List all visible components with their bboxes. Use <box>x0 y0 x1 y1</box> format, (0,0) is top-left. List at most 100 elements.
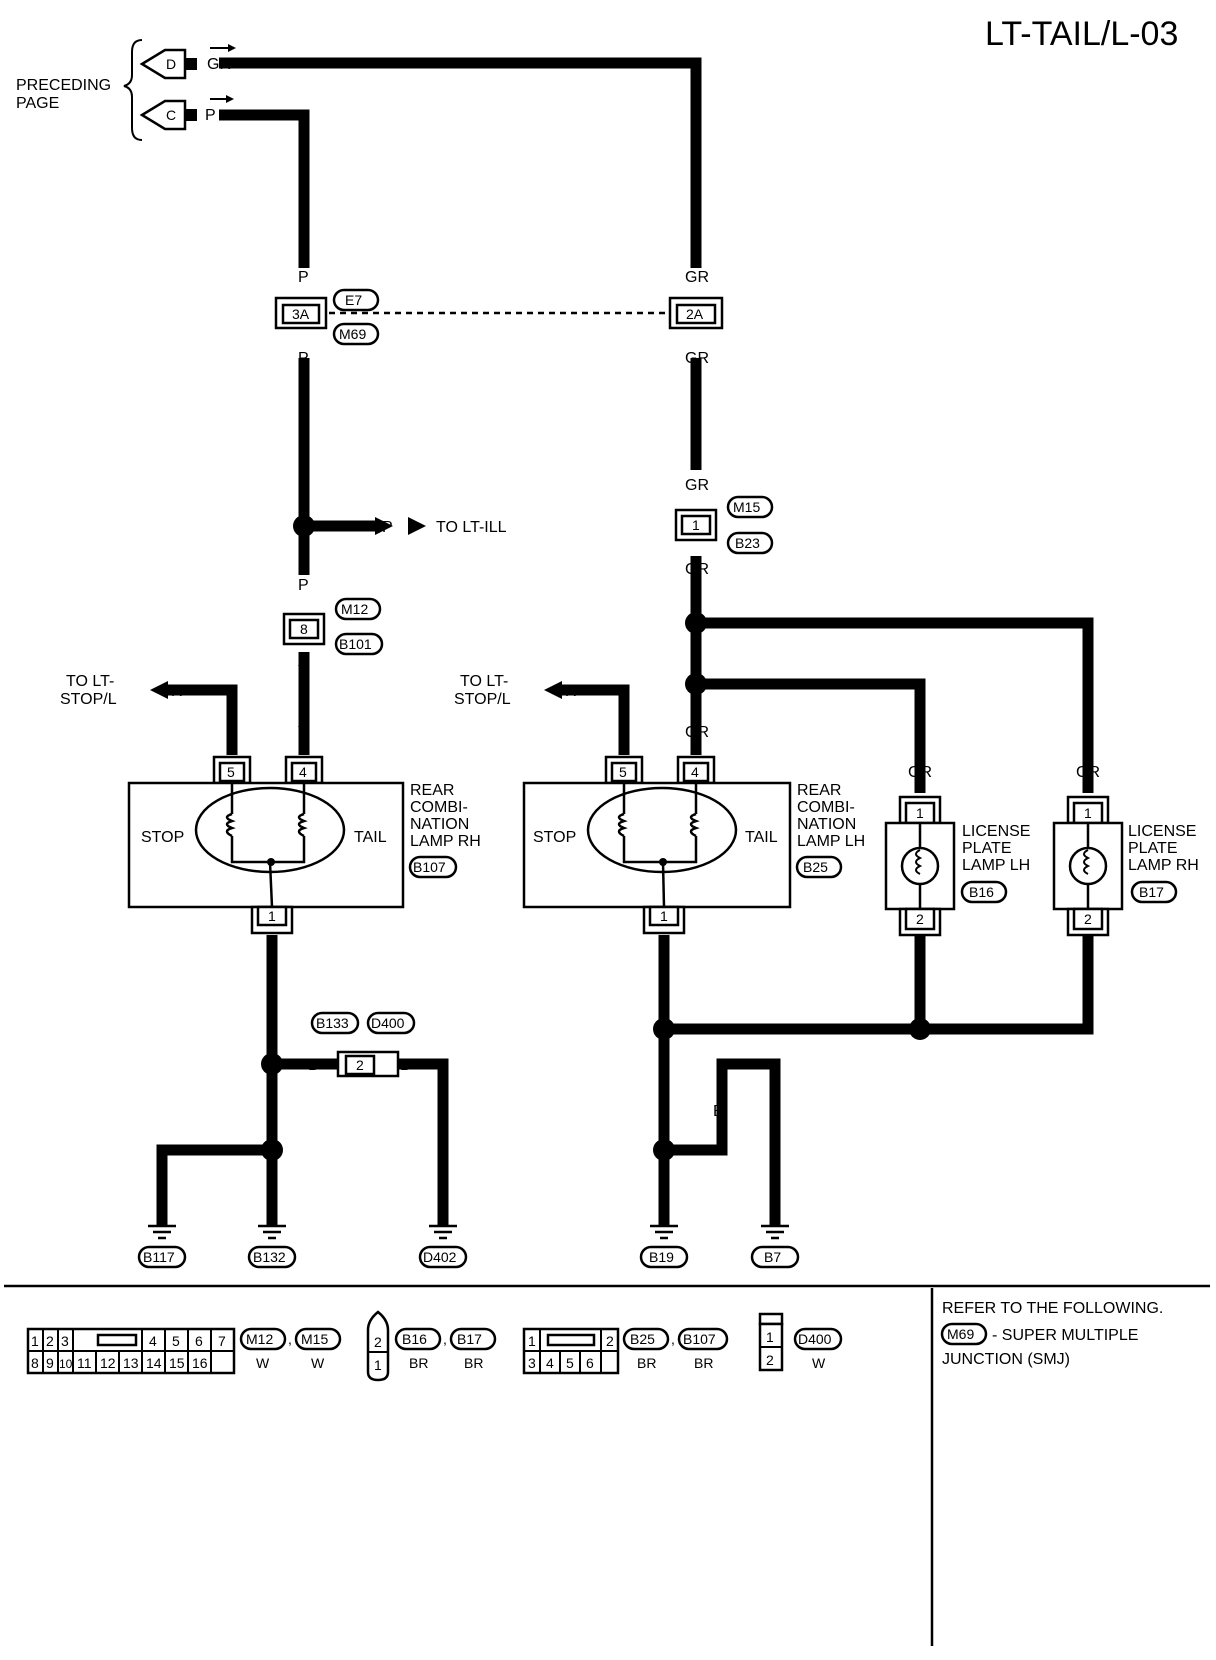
connector-d-icon <box>139 48 187 80</box>
bulb-tail-icon <box>297 812 308 838</box>
ground-icon <box>148 1224 176 1240</box>
wire-label-r: R <box>618 724 630 741</box>
arrow-left-icon <box>544 681 562 699</box>
wire-label-gr: GR <box>685 269 709 286</box>
wire-label-gr: GR <box>1076 764 1100 781</box>
pin-label: 12 <box>100 1355 116 1371</box>
pin-label: 8 <box>31 1355 39 1371</box>
connector-m15-b23: 1 M15 B23 <box>674 495 774 555</box>
pin-label: 2 <box>606 1333 614 1349</box>
pin-label: 11 <box>77 1355 92 1371</box>
ground-icon <box>761 1224 789 1240</box>
pin-label: 13 <box>123 1355 139 1371</box>
arrow-left-icon <box>150 681 168 699</box>
legend-b25: B25 <box>630 1331 655 1347</box>
comma: , <box>288 1331 292 1347</box>
preceding-label-1: PRECEDING <box>16 77 111 94</box>
connector-b101: B101 <box>339 636 372 652</box>
plate-lh-name-3: LAMP LH <box>962 857 1030 874</box>
legend-b16: B16 <box>402 1331 427 1347</box>
pin-1: 1 <box>268 908 276 924</box>
wire-label-gr: GR <box>908 764 932 781</box>
stop-label: STOP <box>141 829 184 846</box>
plate-rh-name-1: LICENSE <box>1128 823 1196 840</box>
wire-label-b: B <box>713 1103 724 1120</box>
pin-1: 1 <box>660 908 668 924</box>
wire-label-b: B <box>914 951 925 968</box>
wire-label-b: B <box>400 1057 411 1074</box>
bulb-stop-icon <box>225 812 236 838</box>
stop-label: STOP <box>533 829 576 846</box>
pin-2: 2 <box>1084 911 1092 927</box>
lamp-lh-name-1: REAR <box>797 782 841 799</box>
ground-icon <box>650 1224 678 1240</box>
wire-label-b: B <box>658 1103 669 1120</box>
connector-b107: B107 <box>413 859 446 875</box>
pin-3a: 3A <box>292 306 310 322</box>
pin-label: 4 <box>149 1333 157 1349</box>
wire-label-gr: GR <box>685 350 709 367</box>
color-br: BR <box>694 1355 713 1371</box>
pin-1: 1 <box>692 517 700 533</box>
wire-label-r: R <box>226 724 238 741</box>
to-lt-stop-lh-1: TO LT- <box>460 673 508 690</box>
legend-m15: M15 <box>301 1331 328 1347</box>
pin-label: 3 <box>528 1355 536 1371</box>
wire-label-b: B <box>1082 951 1093 968</box>
connector-b23: B23 <box>735 535 760 551</box>
bulb-tail-icon <box>689 812 700 838</box>
plate-lh-name-1: LICENSE <box>962 823 1030 840</box>
wire-label-v: V <box>298 663 309 680</box>
pin-5: 5 <box>227 764 235 780</box>
ground-icon <box>258 1224 286 1240</box>
lamp-rh-name-4: LAMP RH <box>410 833 481 850</box>
pin-label: 2 <box>766 1352 774 1368</box>
connector-b133: B133 <box>316 1015 349 1031</box>
wire-label-p: P <box>382 519 393 536</box>
to-lt-stop-lh-2: STOP/L <box>454 691 511 708</box>
ground-icon <box>429 1224 457 1240</box>
bulb-stop-icon <box>617 812 628 838</box>
plate-rh-name-2: PLATE <box>1128 840 1178 857</box>
pin-2: 2 <box>356 1057 364 1073</box>
pin-1: 1 <box>1084 805 1092 821</box>
tail-label: TAIL <box>354 829 387 846</box>
wire-label-b: B <box>658 951 669 968</box>
pin-label: 1 <box>766 1329 774 1345</box>
legend-16-pin: 1 2 3 4 5 6 7 8 9 10 11 12 13 14 15 16 M… <box>26 1327 342 1375</box>
refer-note: REFER TO THE FOLLOWING. M69 - SUPER MULT… <box>940 1300 1163 1368</box>
wire-label-gr: GR <box>685 561 709 578</box>
plate-rh-name-3: LAMP RH <box>1128 857 1199 874</box>
rear-combination-lamp-rh: 5 4 STOP TAIL 1 REAR COMBI- NATION LAMP … <box>127 755 481 935</box>
refer-line-3: JUNCTION (SMJ) <box>942 1351 1070 1368</box>
wire-label-b: B <box>437 1103 448 1120</box>
wire-label-p: P <box>298 350 309 367</box>
to-lt-ill-label: TO LT-ILL <box>436 519 507 536</box>
pin-label: 1 <box>528 1333 536 1349</box>
pin-label: 10 <box>59 1357 73 1371</box>
connector-b133-d400: 2 B133 D400 <box>310 1011 416 1078</box>
pin-1: 1 <box>916 805 924 821</box>
wire-label-b: B <box>156 1193 167 1210</box>
legend-b17: B17 <box>457 1331 482 1347</box>
ground-d402: D402 <box>423 1249 457 1265</box>
tail-label: TAIL <box>745 829 778 846</box>
wire-label-b: B <box>266 1193 277 1210</box>
refer-m69: M69 <box>947 1326 974 1342</box>
wire-label-gr: GR <box>685 724 709 741</box>
legend-2-pin-vertical: 2 1 B16 , B17 BR BR <box>366 1310 497 1382</box>
pin-2: 2 <box>916 911 924 927</box>
color-br: BR <box>637 1355 656 1371</box>
ground-b117: B117 <box>143 1249 175 1265</box>
pin-2a: 2A <box>686 306 704 322</box>
legend-6-pin: 1 2 3 4 5 6 B25 , B107 BR BR <box>522 1327 729 1375</box>
connector-c-icon <box>139 99 187 131</box>
legend-m12: M12 <box>246 1331 273 1347</box>
pin-label: 5 <box>172 1333 180 1349</box>
pin-label: 1 <box>31 1333 39 1349</box>
pin-label: 1 <box>374 1357 382 1373</box>
wire-labels: P P P P V V GR GR GR GR GR GR GR R R R R… <box>156 269 1100 1210</box>
connector-m15: M15 <box>733 499 760 515</box>
preceding-label-2: PAGE <box>16 95 59 112</box>
